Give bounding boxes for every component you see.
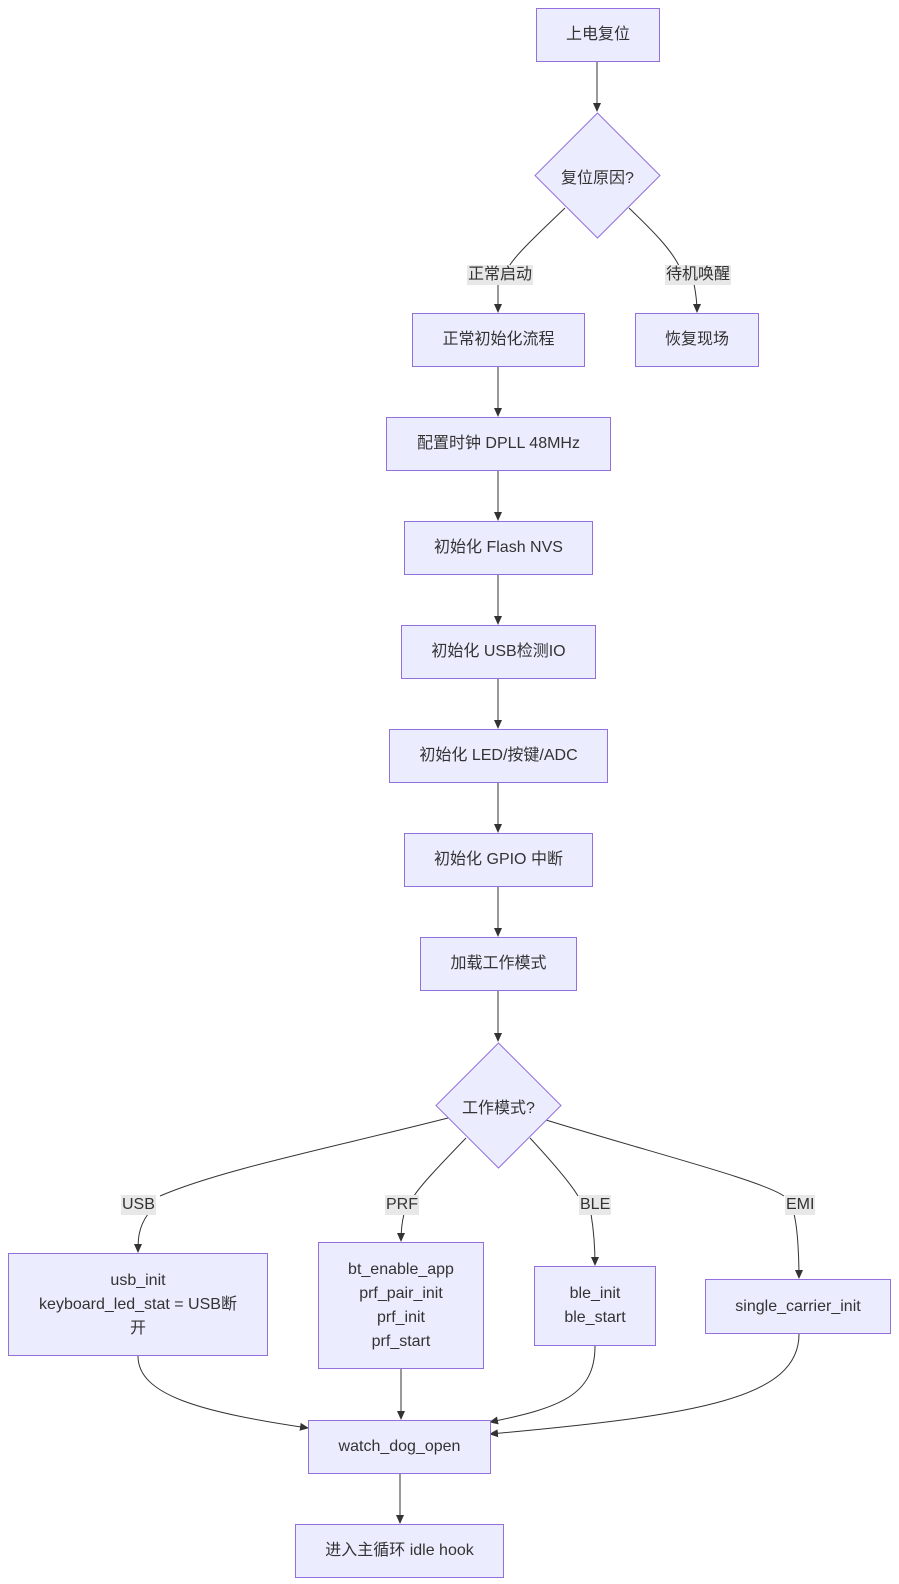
node-ble-init-line-1: ble_init	[569, 1285, 621, 1302]
node-usb-init: usb_init keyboard_led_stat = USB断 开	[8, 1253, 268, 1356]
node-usb-init-line-1: usb_init	[110, 1271, 166, 1289]
node-power-on-reset: 上电复位	[536, 8, 660, 62]
node-main-loop-label: 进入主循环 idle hook	[325, 1542, 474, 1559]
node-init-led-label: 初始化 LED/按键/ADC	[419, 747, 578, 764]
node-ble-init-text: ble_init ble_start	[560, 1282, 629, 1330]
decision-reset-reason-label: 复位原因?	[561, 169, 634, 187]
edge-mode-to-emi	[545, 1119, 799, 1278]
edge-emi-to-watchdog	[489, 1333, 800, 1438]
node-init-flash: 初始化 Flash NVS	[404, 521, 593, 575]
node-config-clock-label: 配置时钟 DPLL 48MHz	[416, 435, 580, 452]
node-init-usb-io-label: 初始化 USB检测IO	[431, 643, 566, 660]
node-prf-init-text: bt_enable_app prf_pair_init prf_init prf…	[344, 1258, 458, 1354]
node-prf-init-line-4: prf_start	[371, 1332, 431, 1350]
node-single-carrier-init: single_carrier_init	[705, 1279, 891, 1334]
edge-label-standby-wake: 待机唤醒	[665, 265, 732, 285]
node-config-clock: 配置时钟 DPLL 48MHz	[386, 417, 611, 471]
decision-work-mode-label: 工作模式?	[462, 1099, 535, 1117]
node-init-gpio: 初始化 GPIO 中断	[404, 833, 593, 887]
node-power-on-reset-label: 上电复位	[565, 26, 630, 43]
node-init-usb-io: 初始化 USB检测IO	[401, 625, 596, 679]
node-usb-init-text: usb_init keyboard_led_stat = USB断 开	[35, 1269, 241, 1341]
edge-label-normal-boot: 正常启动	[467, 265, 534, 285]
node-main-loop: 进入主循环 idle hook	[295, 1524, 504, 1578]
edge-usb-to-watchdog	[137, 1355, 309, 1431]
node-watch-dog-open-label: watch_dog_open	[338, 1438, 461, 1455]
node-watch-dog-open: watch_dog_open	[308, 1420, 491, 1474]
decision-work-mode: 工作模式?	[435, 1042, 562, 1169]
node-normal-init: 正常初始化流程	[412, 313, 585, 367]
node-normal-init-label: 正常初始化流程	[442, 331, 555, 348]
node-load-mode-label: 加载工作模式	[450, 955, 547, 972]
edge-label-usb: USB	[121, 1195, 156, 1215]
edge-label-emi: EMI	[785, 1195, 816, 1215]
edge-mode-to-prf	[401, 1137, 467, 1241]
decision-reset-reason-shape	[534, 112, 661, 239]
node-usb-init-line-3: 开	[129, 1319, 146, 1337]
edge-reason-to-normal	[498, 207, 566, 312]
node-restore-context: 恢复现场	[635, 313, 759, 367]
node-init-led: 初始化 LED/按键/ADC	[389, 729, 608, 783]
node-prf-init-line-2: prf_pair_init	[359, 1284, 443, 1302]
edge-mode-to-usb	[138, 1117, 449, 1252]
node-prf-init-line-1: bt_enable_app	[348, 1260, 454, 1278]
node-restore-context-label: 恢复现场	[664, 331, 729, 348]
node-init-flash-label: 初始化 Flash NVS	[434, 539, 563, 556]
decision-work-mode-shape	[435, 1042, 562, 1169]
node-usb-init-line-2: keyboard_led_stat = USB断	[39, 1295, 237, 1313]
edge-mode-to-ble	[529, 1137, 595, 1265]
edge-label-ble: BLE	[579, 1195, 612, 1215]
node-ble-init-line-2: ble_start	[564, 1309, 626, 1326]
edge-reason-to-restore	[628, 207, 697, 312]
decision-reset-reason: 复位原因?	[534, 112, 661, 239]
node-init-gpio-label: 初始化 GPIO 中断	[434, 851, 563, 868]
edge-ble-to-watchdog	[489, 1345, 596, 1425]
node-load-mode: 加载工作模式	[420, 937, 577, 991]
node-ble-init: ble_init ble_start	[534, 1266, 656, 1346]
node-prf-init-line-3: prf_init	[376, 1308, 425, 1326]
edge-label-prf: PRF	[385, 1195, 419, 1215]
node-prf-init: bt_enable_app prf_pair_init prf_init prf…	[318, 1242, 484, 1369]
node-single-carrier-init-label: single_carrier_init	[735, 1297, 861, 1315]
